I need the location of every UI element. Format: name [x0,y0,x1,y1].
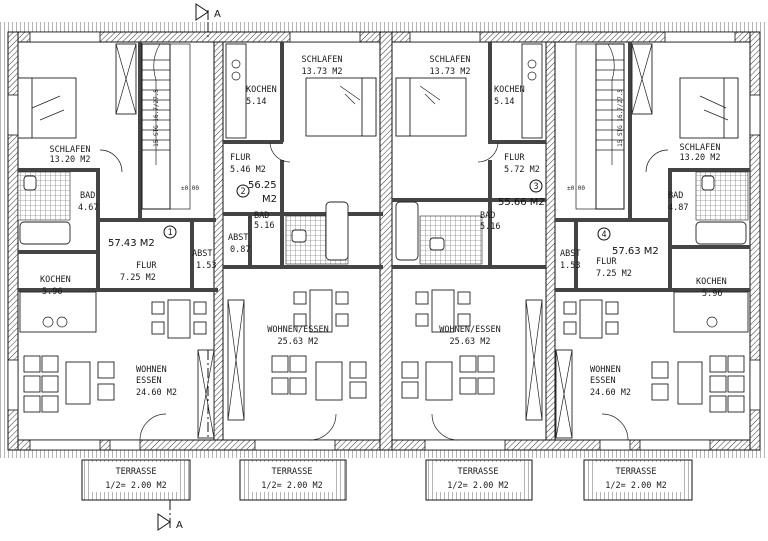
doors [99,141,669,441]
u1-total: 57.43 M2 [108,238,155,249]
u1-schlafen-name: SCHLAFEN [50,145,91,155]
u2-abst-area: 0.87 [230,245,250,255]
u2-flur-name: FLUR [230,153,251,163]
interior-walls [18,42,750,292]
u4-wohnen-name: WOHNEN [590,365,621,375]
living-furniture [23,289,745,439]
u4-abst-name: ABST [560,249,580,259]
u1-flur-name: FLUR [136,261,157,271]
u3-kochen-area: 5.14 [494,97,514,107]
u3-wohnen-name: WOHNEN/ESSEN [439,325,500,335]
kitchens [19,43,749,333]
u4-kochen-area: 5.96 [702,289,722,299]
u2-terrace-area: 1/2= 2.00 M2 [261,481,322,491]
u1-abst-area: 1.53 [196,261,216,271]
u4-essen-name: ESSEN [590,376,616,386]
u3-kochen-name: KOCHEN [494,85,525,95]
u1-abst-name: ABST [192,249,212,259]
u2-total: 56.25 [248,180,277,191]
outer-walls [7,31,761,451]
u3-wohnen-area: 25.63 M2 [450,337,491,347]
u2-terrace-name: TERRASSE [272,467,313,477]
unit-number-3: 3 [533,182,538,192]
section-line [157,3,209,531]
u3-bad-area: 5.16 [480,222,500,232]
u2-abst-name: ABST [228,233,248,243]
u2-schlafen-name: SCHLAFEN [302,55,343,65]
u1-wohnen-area: 24.60 M2 [136,388,177,398]
u4-total: 57.63 M2 [612,246,659,257]
u4-abst-area: 1.53 [560,261,580,271]
u1-kochen-area: 5.96 [42,287,62,297]
u3-flur-area: 5.72 M2 [504,165,540,175]
section-marker-bottom: A [176,520,183,531]
u1-bad-name: BAD [80,191,95,201]
u4-schlafen-area: 13.20 M2 [680,153,721,163]
u2-wohnen-name: WOHNEN/ESSEN [267,325,328,335]
u1-terrace-area: 1/2= 2.00 M2 [105,481,166,491]
u3-flur-name: FLUR [504,153,525,163]
u1-schlafen-area: 13.20 M2 [50,155,91,165]
u4-bad-area: 4.87 [668,203,688,213]
u1-wohnen-name: WOHNEN [136,365,167,375]
u2-kochen-area: 5.14 [246,97,266,107]
u3-schlafen-area: 13.73 M2 [430,67,471,77]
level-mark-4: ±0.00 [567,185,585,192]
terraces [81,459,693,501]
stairs [141,43,625,210]
u3-terrace-name: TERRASSE [458,467,499,477]
u4-kochen-name: KOCHEN [696,277,727,287]
u2-wohnen-area: 25.63 M2 [278,337,319,347]
u2-kochen-name: KOCHEN [246,85,277,95]
u2-total-unit: M2 [262,194,277,205]
unit-number-2: 2 [240,187,245,197]
u1-essen-name: ESSEN [136,376,162,386]
u4-terrace-name: TERRASSE [616,467,657,477]
u3-total: 55.66 M2 [498,197,545,208]
section-marker-top: A [214,9,221,20]
u4-bad-name: BAD [668,191,683,201]
u1-bad-area: 4.67 [78,203,98,213]
u4-flur-area: 7.25 M2 [596,269,632,279]
unit-number-1: 1 [167,228,172,238]
level-mark-1: ±0.00 [181,185,199,192]
u3-schlafen-name: SCHLAFEN [430,55,471,65]
u3-bad-name: BAD [480,211,495,221]
beds [17,43,739,139]
u4-schlafen-name: SCHLAFEN [680,143,721,153]
u2-schlafen-area: 13.73 M2 [302,67,343,77]
u2-flur-area: 5.46 M2 [230,165,266,175]
stair-label-1: 15 STG 16.7/27.5 [153,89,160,147]
u4-flur-name: FLUR [596,257,617,267]
u1-terrace-name: TERRASSE [116,467,157,477]
u1-kochen-name: KOCHEN [40,275,71,285]
stair-label-4: 15 STG 16.7/27.5 [617,89,624,147]
unit-number-4: 4 [601,230,606,240]
u2-bad-area: 5.16 [254,221,274,231]
u1-flur-area: 7.25 M2 [120,273,156,283]
u3-terrace-area: 1/2= 2.00 M2 [447,481,508,491]
bathrooms [17,171,749,265]
u4-terrace-area: 1/2= 2.00 M2 [605,481,666,491]
u4-wohnen-area: 24.60 M2 [590,388,631,398]
unit-number-circles [163,179,611,241]
u2-bad-name: BAD [254,211,269,221]
